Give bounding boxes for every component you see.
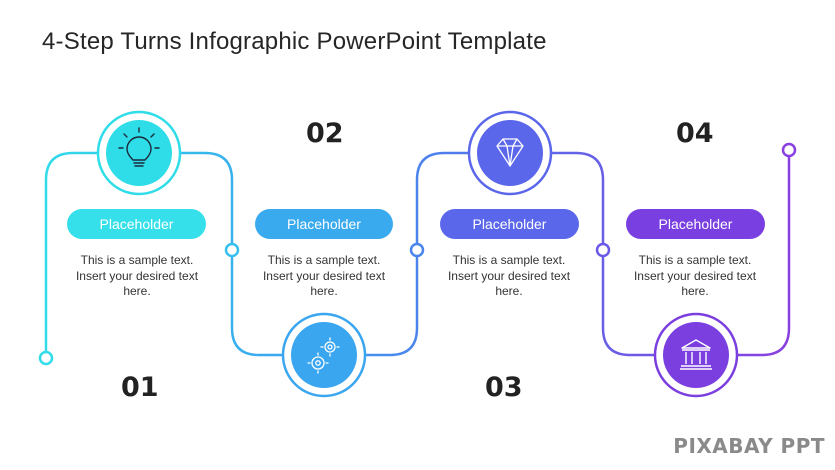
slide-title: 4-Step Turns Infographic PowerPoint Temp… xyxy=(42,28,547,55)
step-4-number: 04 xyxy=(676,118,714,149)
path-start-dot xyxy=(38,350,54,366)
step-3-label: Placeholder xyxy=(440,209,579,239)
step-1-icon-circle xyxy=(96,110,182,196)
step-2-label: Placeholder xyxy=(255,209,393,239)
path-joint-dot xyxy=(409,242,425,258)
step-3-description: This is a sample text. Insert your desir… xyxy=(447,253,571,298)
path-joint-dot xyxy=(595,242,611,258)
brand-logo: PIXABAY PPT xyxy=(673,434,825,458)
lightbulb-icon xyxy=(118,127,160,167)
step-2-icon-circle xyxy=(281,312,367,398)
path-joint-dot xyxy=(224,242,240,258)
step-3-number: 03 xyxy=(485,372,523,403)
step-4-icon-circle xyxy=(653,312,739,398)
diamond-icon xyxy=(496,138,524,167)
step-4-label: Placeholder xyxy=(626,209,765,239)
step-1-label: Placeholder xyxy=(67,209,206,239)
gears-icon xyxy=(307,337,340,374)
step-4-description: This is a sample text. Insert your desir… xyxy=(633,253,757,298)
step-2-description: This is a sample text. Insert your desir… xyxy=(262,253,386,298)
step-1-description: This is a sample text. Insert your desir… xyxy=(75,253,199,298)
step-1-number: 01 xyxy=(121,372,159,403)
step-3-icon-circle xyxy=(467,110,553,196)
step-2-number: 02 xyxy=(306,118,344,149)
path-end-dot xyxy=(781,142,797,158)
bank-icon xyxy=(680,339,712,370)
